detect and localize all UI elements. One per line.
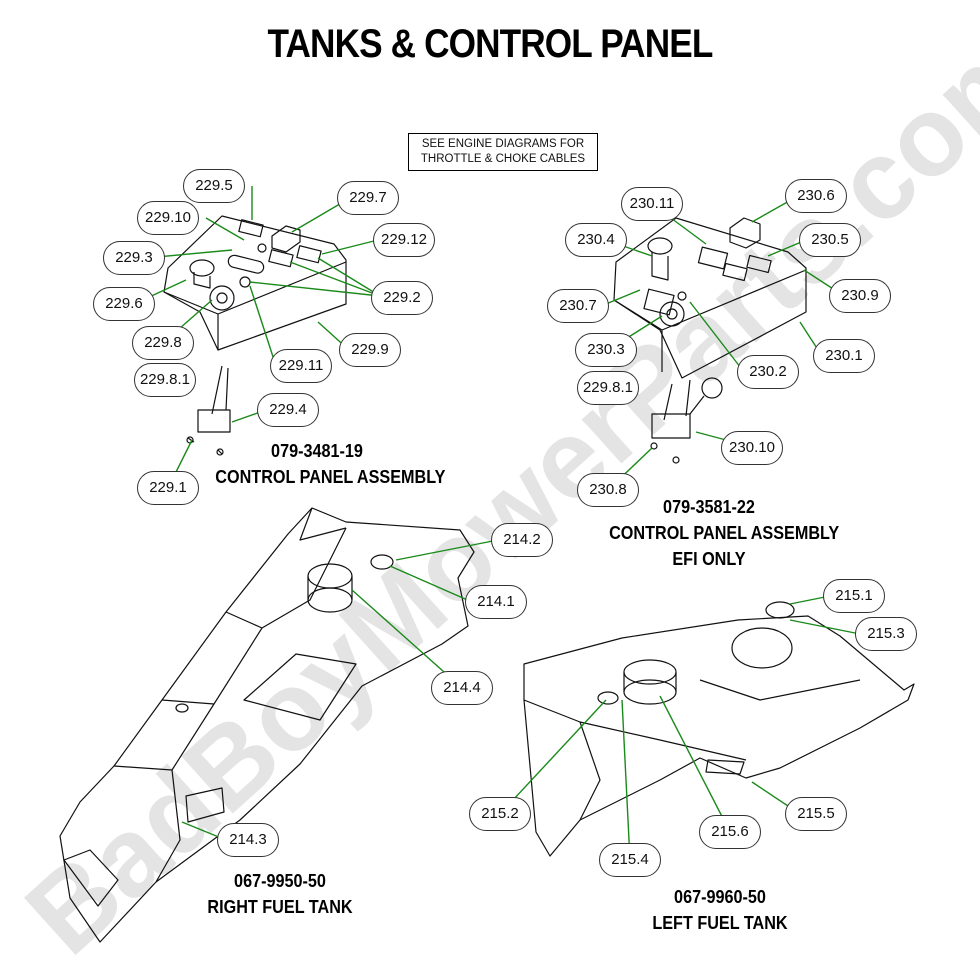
assembly-part-number: 079-3581-22 xyxy=(663,497,755,517)
assembly-name: LEFT FUEL TANK xyxy=(652,913,788,933)
control-panel-230-drawing xyxy=(613,217,807,464)
cable-note-line-2: THROTTLE & CHOKE CABLES xyxy=(420,153,586,165)
assembly-name: RIGHT FUEL TANK xyxy=(207,897,353,917)
callout-bubble: 230.7 xyxy=(547,289,609,323)
callout-bubble: 215.6 xyxy=(699,815,761,849)
callout-bubble: 230.8 xyxy=(577,473,639,507)
callout-bubble: 214.2 xyxy=(491,523,553,557)
callout-bubble: 230.11 xyxy=(621,187,683,221)
callout-bubble: 229.3 xyxy=(103,241,165,275)
callout-bubble: 215.4 xyxy=(599,843,661,877)
assembly-caption-left-fuel-tank: 067-9960-50 LEFT FUEL TANK xyxy=(652,884,789,936)
right-fuel-tank-drawing xyxy=(59,507,475,943)
callout-bubble: 229.9 xyxy=(339,333,401,367)
callout-bubble: 229.4 xyxy=(257,393,319,427)
assembly-part-number: 067-9950-50 xyxy=(234,871,326,891)
callout-bubble: 230.5 xyxy=(799,223,861,257)
callout-bubble: 229.7 xyxy=(337,181,399,215)
cable-note-line-1: SEE ENGINE DIAGRAMS FOR xyxy=(421,138,585,150)
assembly-name: CONTROL PANEL ASSEMBLY xyxy=(609,523,840,543)
assembly-extra: EFI ONLY xyxy=(672,549,746,569)
page-title: TANKS & CONTROL PANEL xyxy=(267,22,713,66)
callout-bubble: 229.11 xyxy=(270,349,332,383)
left-fuel-tank-drawing xyxy=(523,601,915,857)
callout-bubble: 229.10 xyxy=(137,201,199,235)
callout-bubble: 229.8 xyxy=(132,326,194,360)
assembly-name: CONTROL PANEL ASSEMBLY xyxy=(215,467,446,487)
assembly-caption-control-panel-229: 079-3481-19 CONTROL PANEL ASSEMBLY xyxy=(215,438,446,490)
assembly-caption-control-panel-230: 079-3581-22 CONTROL PANEL ASSEMBLY EFI O… xyxy=(609,494,840,572)
callout-bubble: 215.3 xyxy=(855,617,917,651)
callout-bubble: 229.8.1 xyxy=(577,371,639,405)
callout-bubble: 230.3 xyxy=(575,333,637,367)
callout-bubble: 229.5 xyxy=(183,169,245,203)
callout-bubble: 230.9 xyxy=(829,279,891,313)
callout-bubble: 230.10 xyxy=(721,431,783,465)
assembly-part-number: 079-3481-19 xyxy=(271,441,363,461)
callout-bubble: 229.8.1 xyxy=(134,363,196,397)
callout-bubble: 230.6 xyxy=(785,179,847,213)
control-panel-229-drawing xyxy=(163,215,347,456)
cable-note: SEE ENGINE DIAGRAMS FOR THROTTLE & CHOKE… xyxy=(408,133,598,171)
callout-bubble: 229.6 xyxy=(93,287,155,321)
callout-bubble: 229.12 xyxy=(373,223,435,257)
callout-bubble: 215.2 xyxy=(469,797,531,831)
callout-bubble: 214.3 xyxy=(217,823,279,857)
callout-bubble: 214.1 xyxy=(465,585,527,619)
callout-bubble: 230.2 xyxy=(737,355,799,389)
callout-bubble: 230.4 xyxy=(565,223,627,257)
callout-bubble: 229.2 xyxy=(371,281,433,315)
assembly-caption-right-fuel-tank: 067-9950-50 RIGHT FUEL TANK xyxy=(206,868,354,920)
callout-bubble: 229.1 xyxy=(137,471,199,505)
callout-bubble: 215.1 xyxy=(823,579,885,613)
callout-bubble: 214.4 xyxy=(431,671,493,705)
callout-bubble: 215.5 xyxy=(785,797,847,831)
callout-bubble: 230.1 xyxy=(813,339,875,373)
assembly-part-number: 067-9960-50 xyxy=(674,887,766,907)
